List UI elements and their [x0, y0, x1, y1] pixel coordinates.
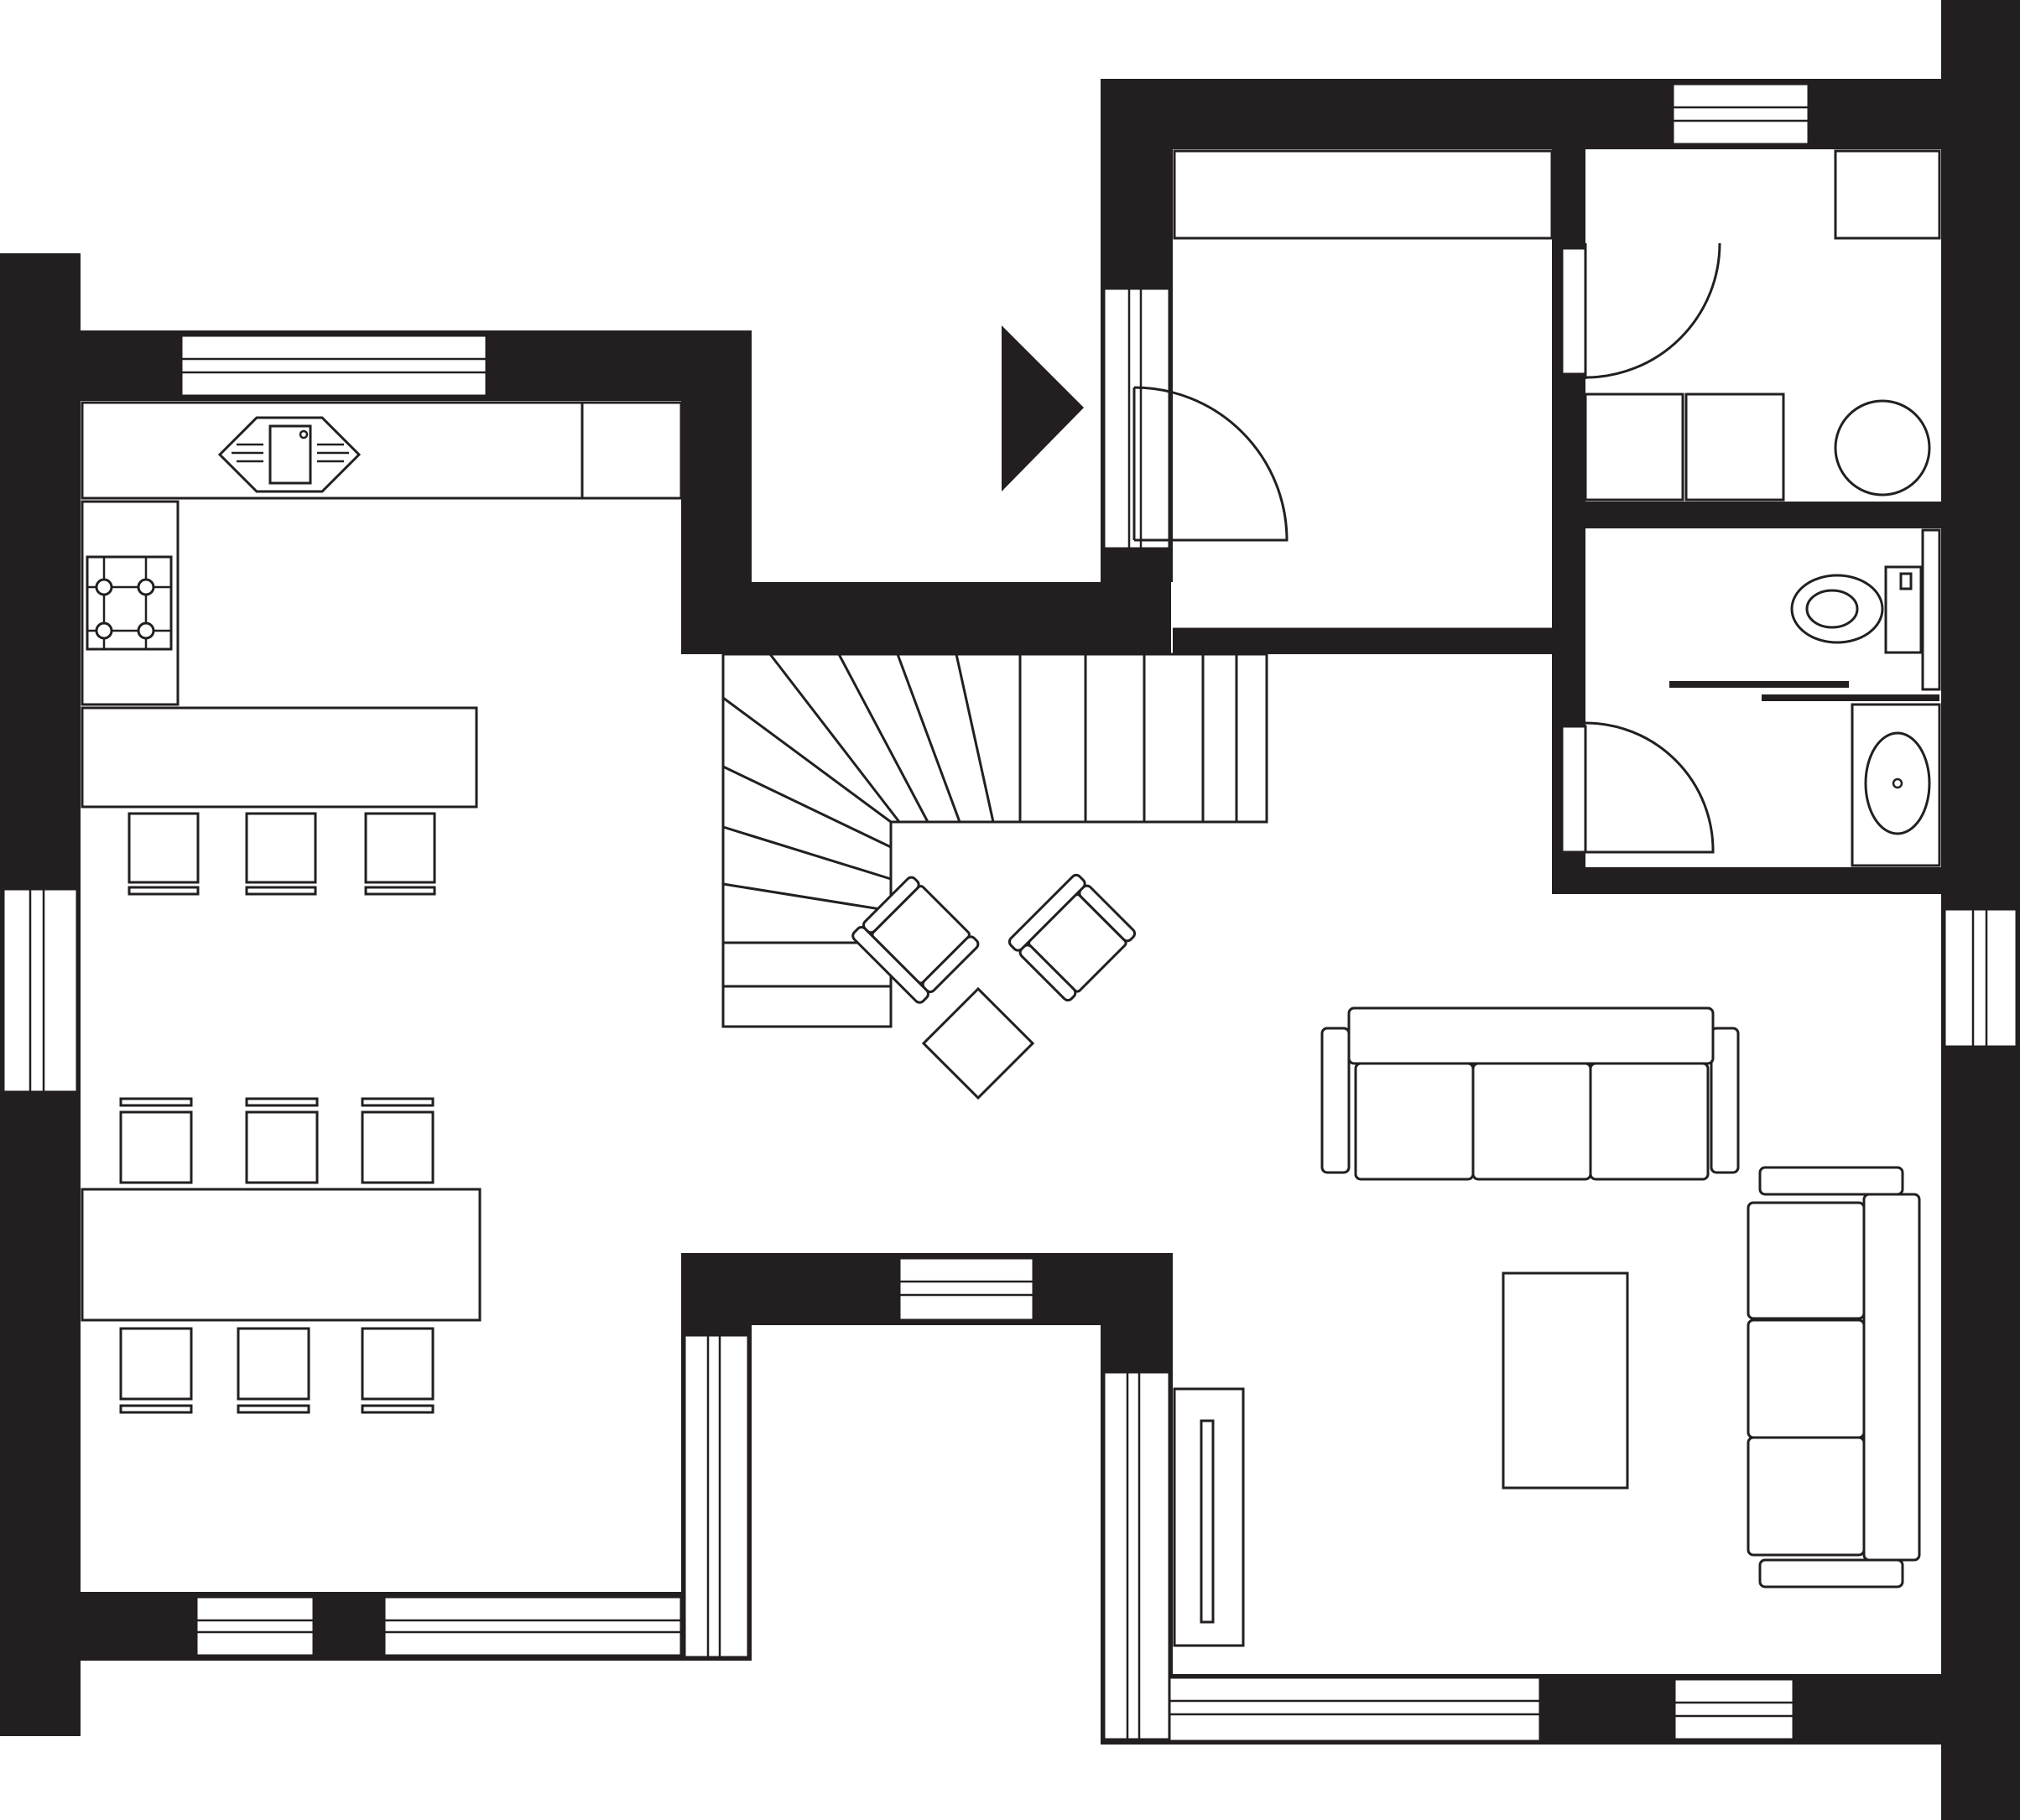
partition-bar [1669, 681, 1849, 688]
kitchen-counter-top [81, 401, 683, 500]
dining-chair[interactable] [119, 1097, 193, 1184]
dining-table[interactable] [81, 1188, 482, 1322]
toilet-icon[interactable] [1790, 565, 1923, 654]
storage [1584, 149, 1941, 502]
dining [81, 1097, 482, 1414]
hob-icon[interactable] [86, 555, 173, 651]
window-corner-left [683, 1334, 750, 1659]
armchair-icon[interactable] [851, 876, 980, 1005]
counter-stools [128, 812, 436, 896]
bathroom [1851, 703, 1941, 867]
dining-chair[interactable] [361, 1327, 435, 1414]
stairs[interactable] [721, 653, 1268, 1028]
lounge-seating [851, 873, 1137, 1100]
window-top-right [1671, 82, 1810, 146]
toilet-wall-panel [1921, 528, 1941, 691]
living-room [1173, 1006, 1921, 1647]
wall-bath-bottom [1552, 867, 1941, 894]
door-storage[interactable] [1560, 242, 1721, 379]
sink-icon[interactable] [217, 416, 362, 493]
storage-appliance[interactable] [1684, 393, 1785, 502]
sliding-door-track [1386, 636, 1468, 642]
dining-chair[interactable] [245, 1097, 319, 1184]
wall-hall-lower [1173, 629, 1552, 654]
fireplace-icon[interactable] [1173, 1387, 1245, 1647]
sofa-icon[interactable] [1320, 1006, 1740, 1181]
armchair-icon[interactable] [1007, 873, 1137, 1002]
partition-bar-lower [1762, 694, 1939, 701]
window-living-bottom [1673, 1677, 1795, 1741]
storage-shelf[interactable] [1834, 149, 1941, 240]
wall-left-cap [0, 253, 81, 329]
entrance-hall [1173, 149, 1554, 642]
window-dining-bottom-large [383, 1595, 683, 1657]
entrance-arrow-icon[interactable] [1002, 325, 1084, 491]
wall-bath-divider [1585, 502, 1941, 528]
dining-chair[interactable] [237, 1327, 310, 1414]
wall-top [1101, 79, 1941, 149]
dining-chairs [119, 1097, 435, 1414]
window-right-wall [1943, 907, 2018, 1048]
dining-chair[interactable] [119, 1327, 193, 1414]
window-left-wall [2, 887, 79, 1094]
window-kitchen-top [180, 334, 488, 398]
coffee-table[interactable] [1502, 1271, 1629, 1490]
window-corner-right [1102, 1370, 1542, 1743]
counter-stool[interactable] [245, 812, 317, 896]
counter-stool[interactable] [128, 812, 200, 896]
toilet-room [1669, 528, 1941, 701]
window-center-lower [898, 1256, 1035, 1322]
kitchen-island [81, 706, 478, 809]
door-bathroom[interactable] [1560, 721, 1715, 854]
windows [2, 82, 2018, 1743]
washbasin-icon[interactable] [1851, 703, 1941, 867]
storage-round-item[interactable] [1834, 399, 1931, 497]
dining-chair[interactable] [361, 1097, 435, 1184]
wardrobe[interactable] [1173, 149, 1554, 240]
counter-stool[interactable] [364, 812, 436, 896]
storage-appliance[interactable] [1584, 393, 1684, 502]
side-table[interactable] [921, 986, 1035, 1100]
window-dining-bottom-small [195, 1595, 315, 1657]
sofa-icon[interactable] [1747, 1166, 1921, 1589]
window-entrance-side [1102, 287, 1171, 550]
kitchen [81, 401, 683, 896]
door-entrance[interactable] [1132, 386, 1289, 542]
wall-hall-bottom [681, 582, 1171, 654]
